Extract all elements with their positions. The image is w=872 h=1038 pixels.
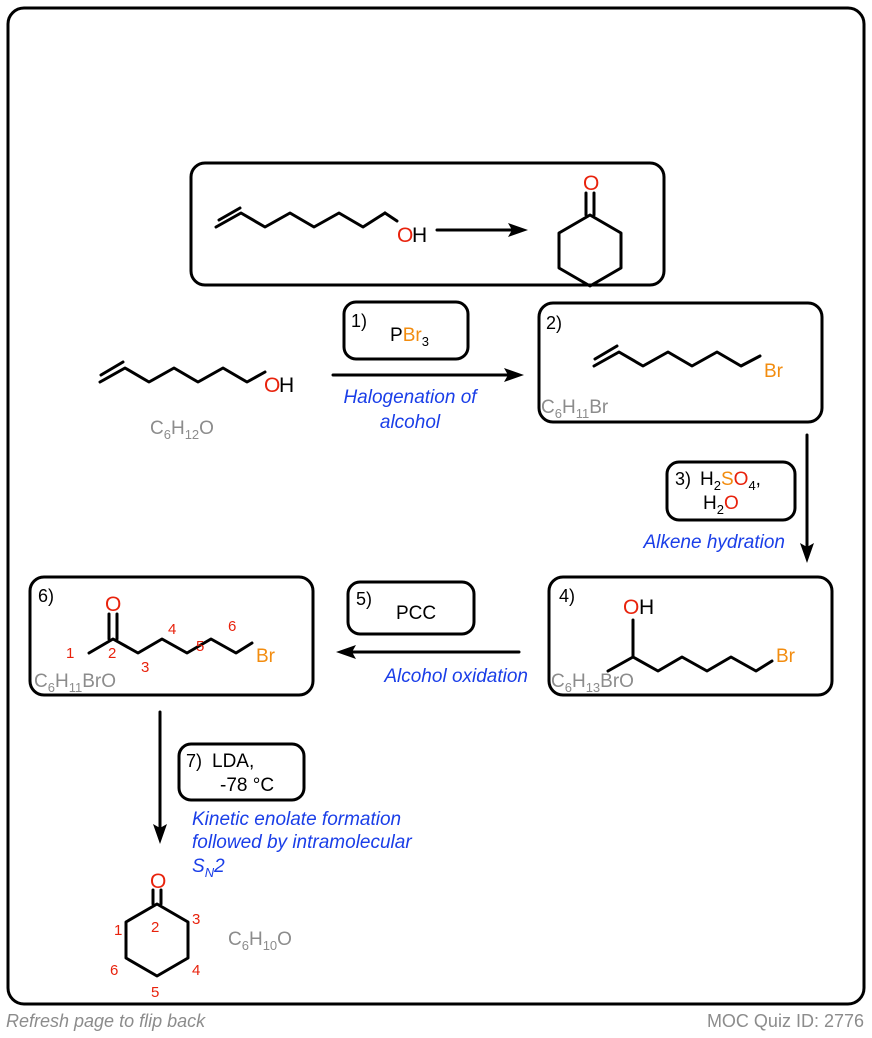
compound-6-number: 6) (38, 586, 54, 606)
start-oh-oxygen: O (264, 374, 280, 397)
step-1: 1) PBr3 Halogenation of alcohol (331, 300, 524, 433)
flip-back-hint: Refresh page to flip back (6, 1011, 206, 1031)
compound-6-carbon-number-1: 1 (66, 645, 74, 662)
summary-arrow (435, 223, 528, 237)
step-7: 7) LDA, -78 °C Kinetic enolate formation… (153, 710, 412, 880)
step-7-condition-line-3: SN2 (192, 856, 225, 880)
compound-6-carbon-number-3: 3 (141, 659, 149, 676)
compound-6-carbonyl-oxygen: O (105, 593, 121, 616)
compound-4-box: 4) O H Br C6H13BrO (547, 575, 834, 697)
compound-6-bromine: Br (256, 646, 276, 667)
start-oh-hydrogen: H (279, 374, 294, 397)
start-formula: C6H12O (150, 418, 214, 442)
compound-6-box: 6) O Br 1 2 3 4 5 6 C6H11BrO (28, 575, 315, 697)
step-1-condition-line-2: alcohol (380, 412, 441, 433)
product-carbon-number-3: 3 (192, 911, 200, 928)
step-7-condition-line-2: followed by intramolecular (192, 832, 412, 853)
compound-2-box: 2) Br C6H11Br (537, 301, 824, 424)
step-5-number: 5) (356, 589, 372, 609)
step-3: 3) H2SO4, H2O Alkene hydration (642, 433, 814, 563)
step-7-reagent-line-2: -78 °C (220, 775, 274, 796)
step-3-number: 3) (675, 469, 691, 489)
product-formula: C6H10O (228, 929, 292, 953)
step-3-reagent-line-2: H2O (703, 493, 739, 517)
step-7-condition-line-1: Kinetic enolate formation (192, 809, 401, 830)
step-7-number: 7) (186, 751, 202, 771)
compound-6-carbon-number-2: 2 (108, 645, 116, 662)
step-1-number: 1) (351, 311, 367, 331)
compound-4-bromine: Br (776, 646, 796, 667)
product-carbonyl-oxygen: O (150, 870, 166, 893)
compound-4-oh-oxygen: O (623, 596, 639, 619)
product-carbon-number-1: 1 (114, 922, 122, 939)
final-product: O 1 2 3 4 5 6 C6H10O (110, 870, 292, 1001)
quiz-id-label: MOC Quiz ID: 2776 (706, 1011, 864, 1031)
starting-material: O H C6H12O (98, 360, 294, 442)
step-5-condition: Alcohol oxidation (383, 666, 528, 687)
product-carbon-number-5: 5 (151, 984, 159, 1001)
compound-4-formula: C6H13BrO (551, 671, 634, 695)
compound-6-carbon-number-6: 6 (228, 618, 236, 635)
compound-6-carbon-number-4: 4 (168, 621, 176, 638)
compound-2-bromine: Br (764, 361, 784, 382)
summary-carbonyl-oxygen: O (583, 172, 599, 195)
step-3-condition: Alkene hydration (642, 532, 785, 553)
product-carbon-number-6: 6 (110, 962, 118, 979)
step-1-reagent: PBr3 (390, 325, 429, 349)
summary-oh-hydrogen: H (412, 224, 427, 247)
step-3-reagent-line-1: H2SO4, (700, 469, 761, 493)
step-7-reagent-line-1: LDA, (212, 751, 254, 772)
compound-4-oh-hydrogen: H (639, 596, 654, 619)
step-5-reagent: PCC (396, 603, 436, 624)
card-frame (6, 6, 866, 1006)
product-carbon-number-2: 2 (151, 919, 159, 936)
compound-6-formula: C6H11BrO (34, 671, 116, 695)
compound-4-number: 4) (559, 586, 575, 606)
summary-box: O H O (189, 161, 666, 288)
compound-2-formula: C6H11Br (541, 397, 609, 421)
step-5: 5) PCC Alcohol oxidation (336, 580, 528, 687)
summary-hexenol: O H (214, 206, 427, 247)
summary-cyclohexanone: O (557, 172, 623, 288)
step-1-condition-line-1: Halogenation of (343, 387, 478, 408)
product-carbon-number-4: 4 (192, 962, 200, 979)
compound-6-carbon-number-5: 5 (196, 638, 204, 655)
summary-oh-oxygen: O (397, 224, 413, 247)
compound-2-number: 2) (546, 313, 562, 333)
